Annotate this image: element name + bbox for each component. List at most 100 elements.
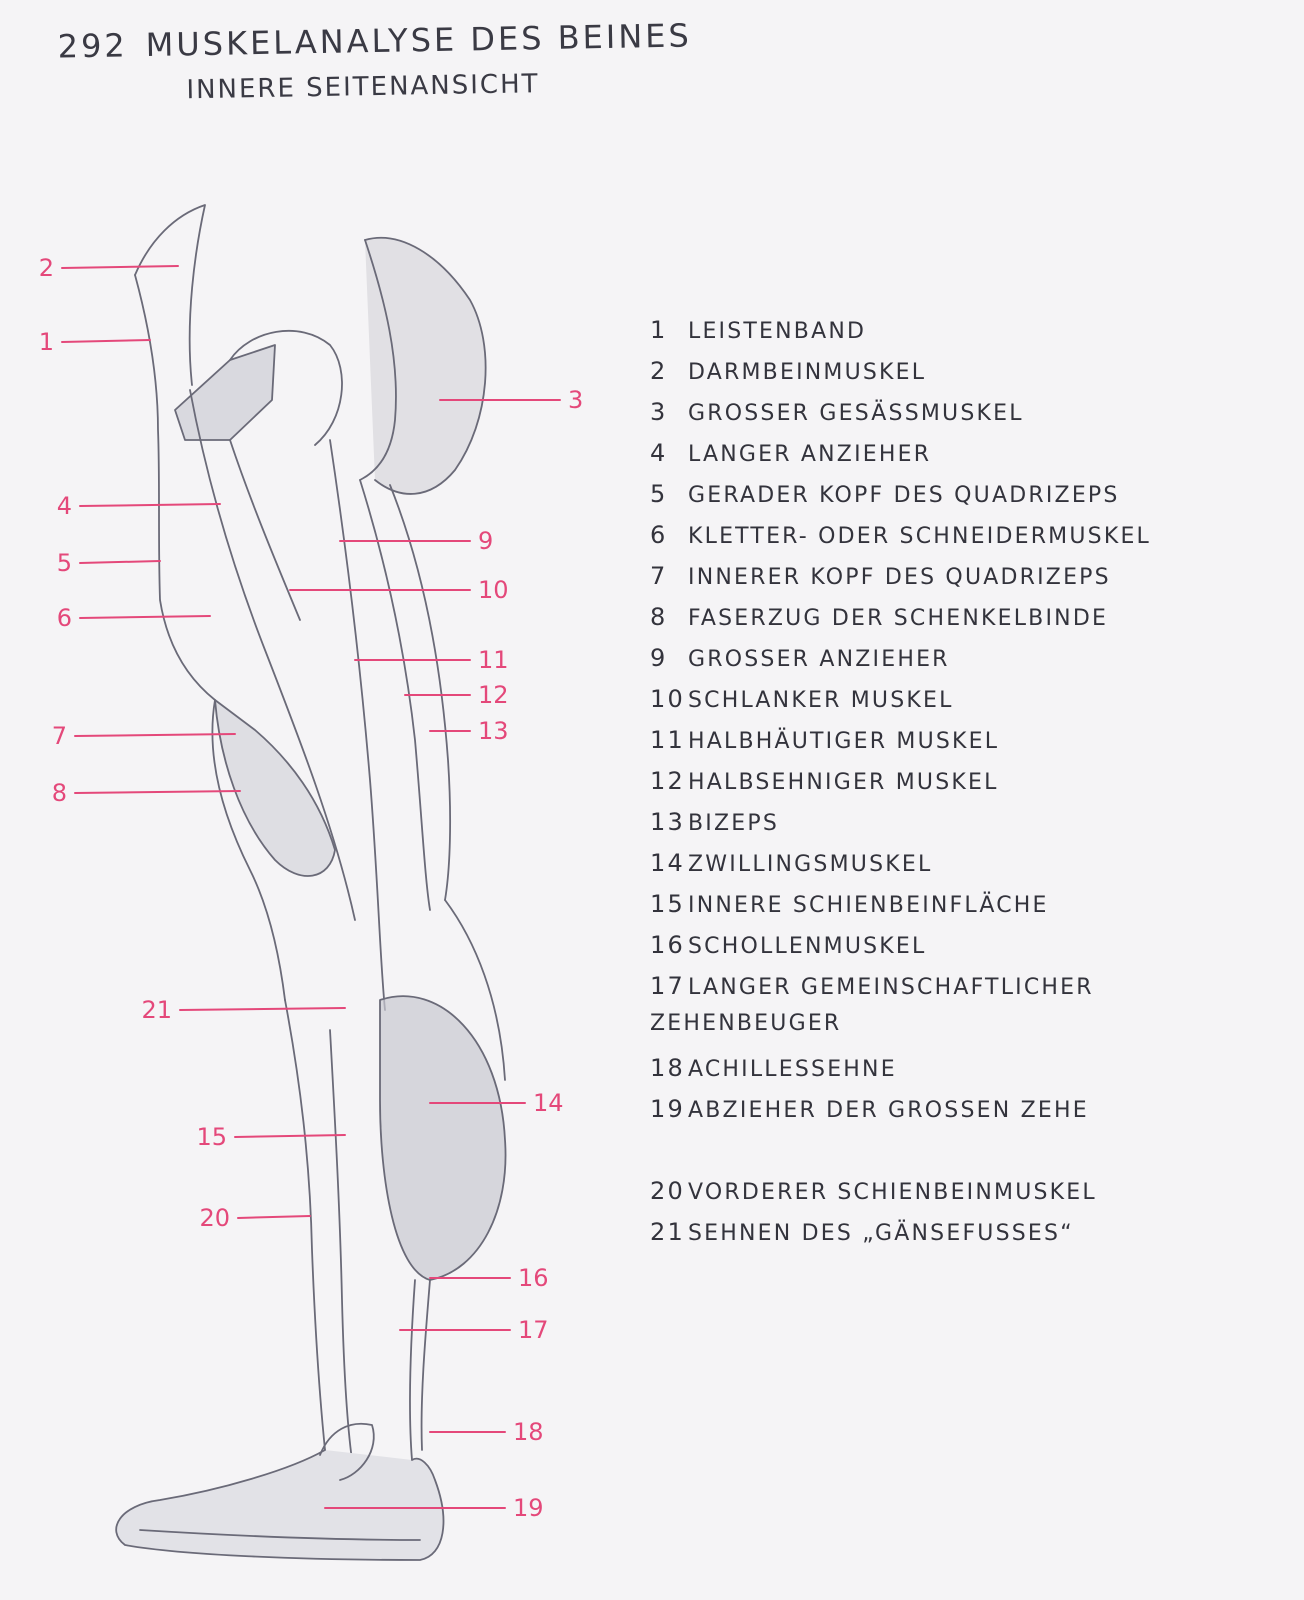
legend-item: 2 DARMBEINMUSKEL: [650, 353, 1210, 394]
legend-item: 9 GROSSER ANZIEHER: [650, 640, 1210, 681]
callout-number: 18: [513, 1418, 544, 1446]
legend-number: 13: [650, 808, 685, 836]
callout-number: 8: [52, 779, 67, 807]
legend-number: 21: [650, 1218, 685, 1246]
callout-number: 7: [52, 722, 67, 750]
gluteus-outline: [364, 236, 487, 495]
thigh-front-outline: [134, 274, 216, 701]
callout-number: 11: [478, 646, 509, 674]
callout-line: [234, 1134, 346, 1138]
callout-number: 13: [478, 717, 509, 745]
callout-number: 9: [478, 527, 493, 555]
pubic-detail: [229, 329, 343, 446]
callout-number: 14: [533, 1089, 564, 1117]
legend-number: 14: [650, 849, 685, 877]
legend-number: 12: [650, 767, 685, 795]
semimembranosus-line: [359, 479, 431, 911]
legend-number: 11: [650, 726, 685, 754]
foot-sole: [139, 1529, 421, 1541]
legend-number: 8: [650, 603, 668, 631]
legend-item: 8 FASERZUG DER SCHENKELBINDE: [650, 599, 1210, 640]
legend-label: LEISTENBAND: [688, 319, 867, 344]
callout-number: 3: [568, 386, 583, 414]
soleus-line: [420, 1279, 431, 1451]
callout-number: 1: [39, 328, 54, 356]
legend-label: HALBSEHNIGER MUSKEL: [688, 770, 999, 795]
callout-line: [61, 339, 151, 343]
legend-number: 19: [650, 1095, 685, 1123]
legend-number: 4: [650, 439, 668, 467]
legend-item: 7 INNERER KOPF DES QUADRIZEPS: [650, 558, 1210, 599]
legend-label: LANGER GEMEINSCHAFTLICHER ZEHENBEUGER: [650, 975, 1094, 1036]
callout-line: [79, 615, 211, 619]
legend-label: BIZEPS: [688, 811, 779, 836]
legend-label: FASERZUG DER SCHENKELBINDE: [688, 606, 1109, 631]
callout-number: 12: [478, 681, 509, 709]
callout-line: [79, 503, 221, 507]
legend-label: KLETTER- ODER SCHNEIDERMUSKEL: [688, 524, 1152, 549]
callout-line: [179, 1007, 346, 1011]
foot-outline: [115, 1449, 445, 1561]
page-title: 292 MUSKELANALYSE DES BEINES INNERE SEITE…: [57, 12, 693, 115]
gastrocnemius: [379, 995, 507, 1281]
iliac-crest-outline: [134, 204, 206, 386]
callout-number: 15: [196, 1123, 227, 1151]
achilles-line: [408, 1279, 416, 1461]
legend-label: SCHLANKER MUSKEL: [688, 688, 954, 713]
knee-outline: [211, 699, 286, 1001]
gluteus-inner: [359, 239, 397, 481]
legend-number: 7: [650, 562, 668, 590]
callout-number: 16: [518, 1264, 549, 1292]
legend-label: DARMBEINMUSKEL: [688, 360, 927, 385]
legend-label: INNERER KOPF DES QUADRIZEPS: [688, 565, 1111, 590]
legend-item: 4 LANGER ANZIEHER: [650, 435, 1210, 476]
legend-label: HALBHÄUTIGER MUSKEL: [688, 729, 1000, 754]
title-line-1: MUSKELANALYSE DES BEINES: [145, 16, 693, 64]
callout-number: 2: [39, 254, 54, 282]
callout-number: 20: [199, 1204, 230, 1232]
adductor-longus-line: [229, 439, 301, 621]
calf-back-outline: [444, 899, 506, 1081]
legend-label: LANGER ANZIEHER: [688, 442, 932, 467]
callout-line: [79, 560, 161, 564]
callout-number: 5: [57, 549, 72, 577]
sartorius-line: [189, 389, 356, 921]
legend-label: ACHILLESSEHNE: [688, 1057, 897, 1082]
legend-label: ABZIEHER DER GROSSEN ZEHE: [688, 1098, 1089, 1123]
figure-number: 292: [57, 26, 129, 66]
legend-label: GROSSER GESÄSSMUSKEL: [688, 401, 1024, 426]
callout-line: [61, 265, 179, 269]
legend-number: 1: [650, 316, 668, 344]
legend-label: VORDERER SCHIENBEINMUSKEL: [688, 1180, 1097, 1205]
legend-number: 5: [650, 480, 668, 508]
legend-number: 9: [650, 644, 668, 672]
callout-number: 4: [57, 492, 72, 520]
callout-line: [74, 733, 236, 737]
callout-number: 21: [141, 996, 172, 1024]
legend-number: 16: [650, 931, 685, 959]
callout-number: 6: [57, 604, 72, 632]
title-line-2: INNERE SEITENANSICHT: [186, 69, 540, 106]
legend-label: GROSSER ANZIEHER: [688, 647, 950, 672]
vastus-medialis: [214, 699, 336, 877]
callout-number: 19: [513, 1494, 544, 1522]
legend-number: 15: [650, 890, 685, 918]
legend-number: 2: [650, 357, 668, 385]
gracilis-line: [329, 439, 386, 1011]
legend-number: 20: [650, 1177, 685, 1205]
legend-item: 1 LEISTENBAND: [650, 312, 1210, 353]
